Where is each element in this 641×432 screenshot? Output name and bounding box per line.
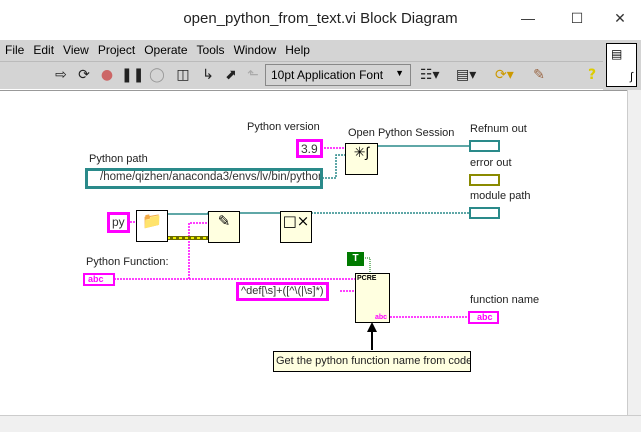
refnum-out-indicator [469, 140, 500, 152]
python-function-label: Python Function: [86, 256, 169, 268]
run-icon[interactable]: ⇨ [55, 67, 67, 83]
title-bar [0, 0, 641, 40]
step-into-icon[interactable]: ↳ [202, 67, 214, 83]
help-icon[interactable]: ? [587, 67, 597, 83]
close-button[interactable]: ✕ [614, 10, 626, 26]
error-out-indicator [469, 174, 500, 186]
wire-function-branch [188, 222, 208, 279]
wire-path [322, 154, 345, 179]
wire-bool [363, 257, 371, 273]
pause-icon[interactable]: ❚❚ [121, 67, 145, 83]
menu-window[interactable]: Window [233, 43, 277, 57]
run-continuously-icon[interactable]: ⟳ [78, 67, 90, 83]
py-constant[interactable]: py [107, 212, 130, 233]
close-file-node[interactable]: □× [280, 211, 312, 243]
python-function-control[interactable]: abc [83, 273, 115, 286]
python-path-label: Python path [89, 153, 148, 165]
menu-bar: File Edit View Project Operate Tools Window Hel… [0, 40, 603, 61]
highlight-execution-icon[interactable]: ◯ [149, 67, 165, 83]
retain-wire-values-icon[interactable]: ◫ [176, 67, 190, 83]
open-python-session-node[interactable]: ✳∫ [345, 143, 378, 175]
refnum-out-label: Refnum out [470, 123, 527, 135]
function-name-label: function name [470, 294, 540, 306]
maximize-button[interactable]: ☐ [570, 10, 584, 26]
abort-icon[interactable]: ● [100, 67, 114, 83]
reorder-icon[interactable]: ⟳▾ [495, 67, 514, 83]
cleanup-icon[interactable]: ✎ [533, 67, 545, 83]
menu-project[interactable]: Project [97, 43, 136, 57]
comment-label: Get the python function name from code [273, 351, 471, 372]
module-path-label: module path [470, 190, 531, 202]
pcre-match-node[interactable]: PCRE abc [355, 273, 390, 323]
align-icon[interactable]: ☷▾ [420, 67, 440, 83]
menu-operate[interactable]: Operate [144, 43, 188, 57]
menu-help[interactable]: Help [285, 43, 310, 57]
function-name-indicator: abc [468, 311, 499, 324]
pcre-output-terminal: abc [374, 314, 387, 321]
vi-icon[interactable]: ▤∫ [606, 43, 637, 87]
pcre-label: PCRE [357, 275, 377, 282]
menu-view[interactable]: View [63, 43, 89, 57]
vertical-scrollbar[interactable] [627, 90, 641, 415]
minimize-button[interactable]: — [521, 10, 535, 26]
step-out-icon[interactable]: ⬑ [247, 67, 259, 83]
python-version-label: Python version [247, 121, 320, 133]
true-constant[interactable]: T [347, 252, 364, 266]
python-path-control[interactable]: /home/qizhen/anaconda3/envs/lv/bin/pytho… [85, 168, 323, 189]
font-select-value: 10pt Application Font [271, 68, 384, 82]
font-select[interactable]: 10pt Application Font ▼ [265, 64, 411, 86]
horizontal-scrollbar[interactable] [0, 415, 641, 432]
menu-tools[interactable]: Tools [196, 43, 225, 57]
module-path-indicator [469, 207, 500, 219]
menu-file[interactable]: File [5, 43, 25, 57]
create-file-node[interactable]: 📁 [136, 210, 168, 242]
write-text-file-node[interactable]: ✎ [208, 211, 240, 243]
menu-edit[interactable]: Edit [33, 43, 55, 57]
chevron-down-icon: ▼ [395, 68, 404, 78]
step-over-icon[interactable]: ⬈ [225, 67, 237, 83]
error-out-label: error out [470, 157, 512, 169]
window-title: open_python_from_text.vi Block Diagram [183, 10, 458, 27]
distribute-icon[interactable]: ▤▾ [456, 67, 477, 83]
python-version-constant[interactable]: 3.9 [296, 139, 323, 158]
open-session-label: Open Python Session [348, 127, 455, 139]
regex-constant[interactable]: ^def[\s]+([^\(|\s]*) [236, 282, 329, 301]
